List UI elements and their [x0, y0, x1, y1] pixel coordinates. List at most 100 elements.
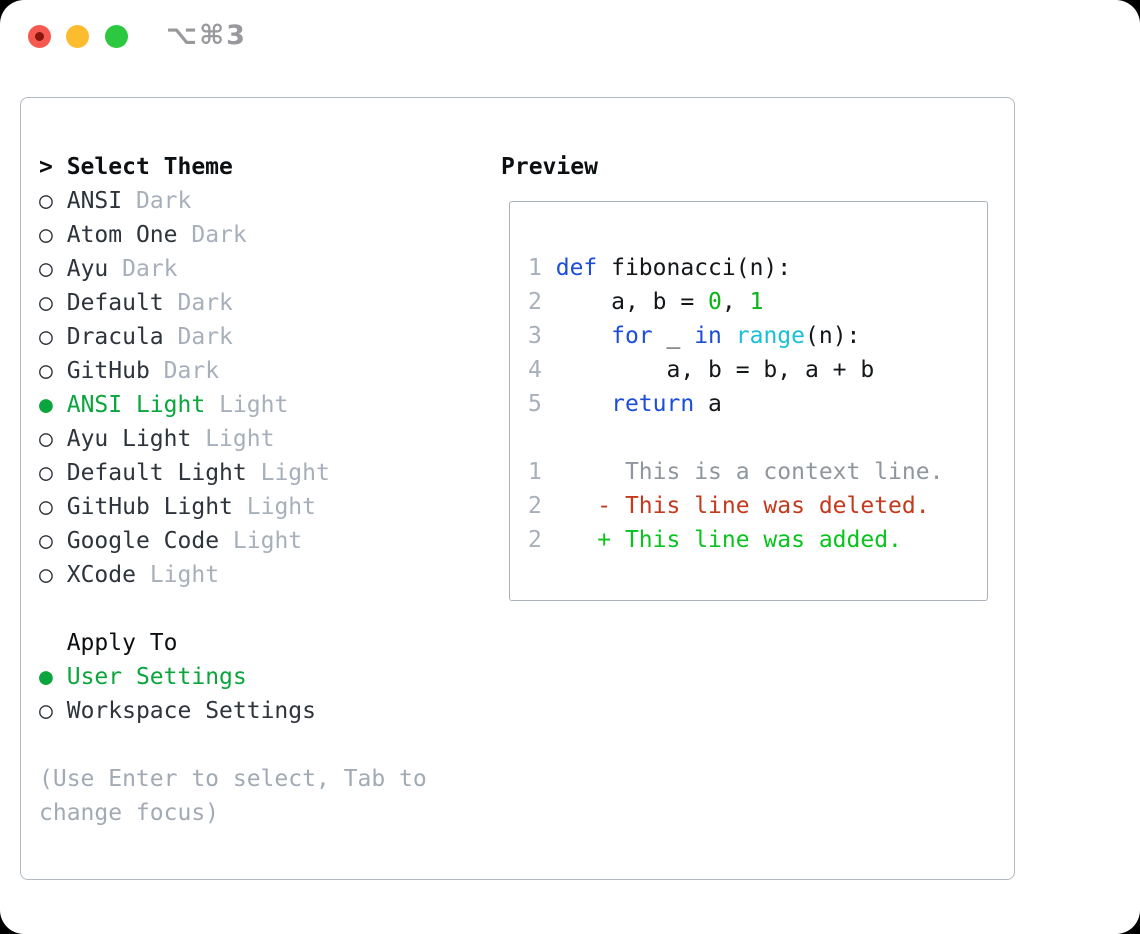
radio-icon: ○ [39, 358, 53, 384]
theme-variant-badge: Dark [191, 222, 247, 248]
theme-name-label: Default Light [66, 460, 247, 486]
spacer-row [39, 592, 427, 626]
code-token [556, 391, 611, 417]
code-token: + This line was added. [555, 527, 902, 553]
theme-option-atom-one-dark[interactable]: ○ Atom One Dark [39, 218, 427, 252]
theme-variant-badge: Light [260, 460, 330, 486]
theme-variant-badge: Dark [163, 358, 220, 384]
preview-blank-line [528, 421, 987, 455]
theme-name-label: Atom One [66, 222, 178, 248]
theme-name-label: XCode [66, 562, 136, 588]
radio-icon: ○ [39, 562, 53, 588]
theme-name-label: Default [66, 290, 164, 316]
radio-icon: ○ [39, 290, 53, 316]
theme-variant-badge: Light [232, 528, 303, 554]
theme-option-dracula-dark[interactable]: ○ Dracula Dark [39, 320, 427, 354]
code-token [722, 323, 736, 349]
theme-option-default-light[interactable]: ○ Default Light Light [39, 456, 427, 490]
theme-name-label: Dracula [66, 324, 164, 350]
code-token [556, 323, 611, 349]
theme-option-ayu-light[interactable]: ○ Ayu Light Light [39, 422, 427, 456]
preview-title: Preview [501, 154, 598, 180]
help-text-line-2: change focus) [39, 800, 220, 826]
apply-option-workspace-settings[interactable]: ○ Workspace Settings [39, 694, 427, 728]
theme-option-xcode[interactable]: ○ XCode Light [39, 558, 427, 592]
apply-option-label: User Settings [66, 664, 247, 690]
window-title-shortcut: ⌥⌘3 [166, 20, 247, 51]
line-number: 1 [528, 255, 542, 281]
close-button[interactable] [28, 25, 51, 48]
line-number: 5 [528, 391, 542, 417]
radio-icon: ○ [39, 256, 53, 282]
theme-option-ansi-dark[interactable]: ○ ANSI Dark [39, 184, 427, 218]
theme-name-label: GitHub [66, 358, 150, 384]
radio-icon: ○ [39, 188, 53, 214]
code-token: return [611, 391, 695, 417]
code-token: for [611, 323, 653, 349]
code-token: - This line was deleted. [555, 493, 930, 519]
preview-code-line-7: 1 This is a context line. [528, 455, 987, 489]
code-token: a, b = b, a + b [555, 357, 875, 383]
theme-variant-badge: Dark [135, 188, 192, 214]
theme-option-ayu-dark[interactable]: ○ Ayu Dark [39, 252, 427, 286]
code-token: def [555, 255, 598, 281]
radio-icon: ○ [39, 528, 53, 554]
line-number: 2 [528, 289, 542, 315]
radio-icon: ○ [39, 324, 53, 350]
theme-list-column: > Select Theme○ ANSI Dark○ Atom One Dark… [39, 150, 427, 830]
apply-to-label: Apply To [66, 630, 178, 656]
code-token: range [735, 323, 806, 349]
line-number: 2 [528, 493, 542, 519]
apply-option-user-settings[interactable]: ● User Settings [39, 660, 427, 694]
select-theme-label: Select Theme [66, 154, 233, 180]
preview-code-line-1: 1 def fibonacci(n): [528, 251, 987, 285]
theme-option-github-dark[interactable]: ○ GitHub Dark [39, 354, 427, 388]
code-token: in [694, 323, 722, 349]
code-token: (n): [805, 323, 861, 349]
code-token: 0 [708, 289, 722, 315]
theme-option-ansi-light[interactable]: ● ANSI Light Light [39, 388, 427, 422]
theme-variant-badge: Dark [177, 324, 233, 350]
preview-code-line-5: 5 return a [528, 387, 987, 421]
radio-icon: ○ [39, 494, 53, 520]
code-token: fibonacci(n): [597, 255, 792, 281]
radio-icon: ● [39, 664, 53, 690]
theme-name-label: GitHub Light [66, 494, 233, 520]
spacer-row [39, 728, 427, 762]
line-number: 1 [528, 459, 542, 485]
prompt-icon: > [39, 154, 67, 180]
line-number: 3 [528, 323, 542, 349]
code-token: _ [652, 323, 695, 349]
theme-variant-badge: Light [219, 392, 289, 418]
radio-icon: ○ [39, 460, 53, 486]
theme-option-default-dark[interactable]: ○ Default Dark [39, 286, 427, 320]
radio-icon: ○ [39, 426, 53, 452]
theme-variant-badge: Dark [122, 256, 178, 282]
code-token: a, b = [555, 289, 709, 315]
theme-picker-panel: > Select Theme○ ANSI Dark○ Atom One Dark… [20, 97, 1015, 880]
radio-icon: ○ [39, 222, 53, 248]
theme-name-label: ANSI [66, 188, 123, 214]
radio-icon: ● [39, 392, 53, 418]
theme-variant-badge: Dark [177, 290, 233, 316]
preview-code-line-3: 3 for _ in range(n): [528, 319, 987, 353]
code-token: This is a context line. [555, 459, 944, 485]
zoom-button[interactable] [105, 25, 128, 48]
unsaved-changes-dot-icon [35, 32, 44, 41]
theme-name-label: Google Code [66, 528, 220, 554]
code-token: a [694, 391, 722, 417]
preview-code-line-4: 4 a, b = b, a + b [528, 353, 987, 387]
theme-option-google-code[interactable]: ○ Google Code Light [39, 524, 427, 558]
code-token: 1 [749, 289, 764, 315]
select-theme-header: > Select Theme [39, 150, 427, 184]
theme-variant-badge: Light [246, 494, 316, 520]
titlebar: ⌥⌘3 [0, 0, 1140, 74]
apply-option-label: Workspace Settings [66, 698, 316, 724]
minimize-button[interactable] [66, 25, 89, 48]
line-number: 4 [528, 357, 542, 383]
theme-option-github-light[interactable]: ○ GitHub Light Light [39, 490, 427, 524]
theme-name-label: ANSI Light [66, 392, 206, 418]
apply-to-header: Apply To [39, 626, 427, 660]
